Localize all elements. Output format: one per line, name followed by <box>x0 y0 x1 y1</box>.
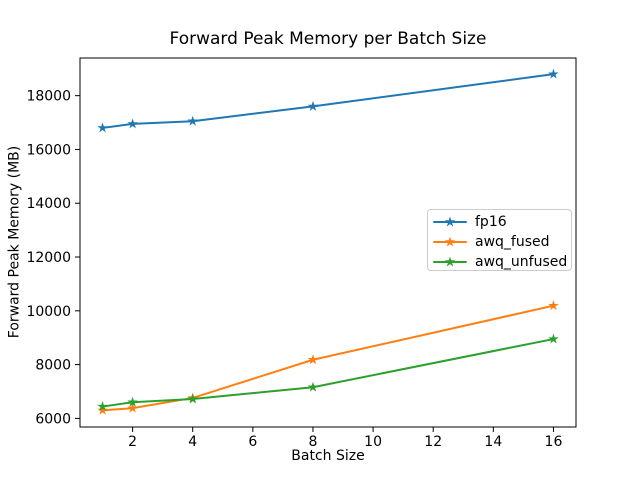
legend-label: fp16 <box>475 214 507 230</box>
series-marker-awq_fused <box>97 404 108 415</box>
plot-border <box>79 57 577 428</box>
y-tick-label: 14000 <box>26 196 71 212</box>
series-marker-fp16 <box>307 100 319 111</box>
series-marker-awq_unfused <box>548 333 559 344</box>
y-tick-label: 6000 <box>35 411 71 427</box>
series-line-awq_unfused <box>101 338 555 408</box>
series-marker-fp16 <box>187 115 198 126</box>
x-axis-label: Batch Size <box>291 448 365 464</box>
series-marker-awq_fused <box>127 402 138 413</box>
x-tick-label: 8 <box>309 434 318 450</box>
chart-title: Forward Peak Memory per Batch Size <box>169 29 487 49</box>
legend-row-awq-unfused: awq_unfused <box>433 252 571 272</box>
x-tick-label: 14 <box>484 434 502 450</box>
series-marker-awq_unfused <box>187 393 198 404</box>
x-tick-label: 16 <box>545 434 563 450</box>
y-tick-label: 16000 <box>26 142 71 158</box>
legend: fp16 awq_fused awq_unfused <box>427 209 572 271</box>
series-marker-fp16 <box>548 68 559 79</box>
series-line-awq_fused <box>101 304 555 412</box>
x-tick-label: 4 <box>188 434 197 450</box>
series-line-fp16 <box>101 73 555 129</box>
y-tick-label: 8000 <box>35 358 71 374</box>
series-marker-awq_unfused <box>97 401 108 412</box>
series-marker-awq_unfused <box>127 396 138 407</box>
x-tick-label: 12 <box>424 434 442 450</box>
legend-row-awq-fused: awq_fused <box>433 232 571 252</box>
line-star-icon <box>433 236 467 247</box>
series-marker-awq_fused <box>548 300 559 311</box>
legend-row-fp16: fp16 <box>433 212 571 232</box>
series-marker-fp16 <box>97 122 108 133</box>
x-tick-label: 2 <box>128 434 137 450</box>
y-tick-label: 10000 <box>26 304 71 320</box>
series-marker-awq_fused <box>307 354 319 365</box>
line-star-icon <box>433 256 467 267</box>
series-marker-awq_unfused <box>307 381 319 392</box>
legend-label: awq_unfused <box>475 254 568 270</box>
y-tick-label: 12000 <box>26 250 71 266</box>
y-tick-label: 18000 <box>26 89 71 105</box>
x-tick-label: 10 <box>364 434 382 450</box>
x-tick-label: 6 <box>248 434 257 450</box>
series-marker-fp16 <box>127 118 138 129</box>
line-star-icon <box>433 216 467 227</box>
legend-label: awq_fused <box>475 234 550 250</box>
